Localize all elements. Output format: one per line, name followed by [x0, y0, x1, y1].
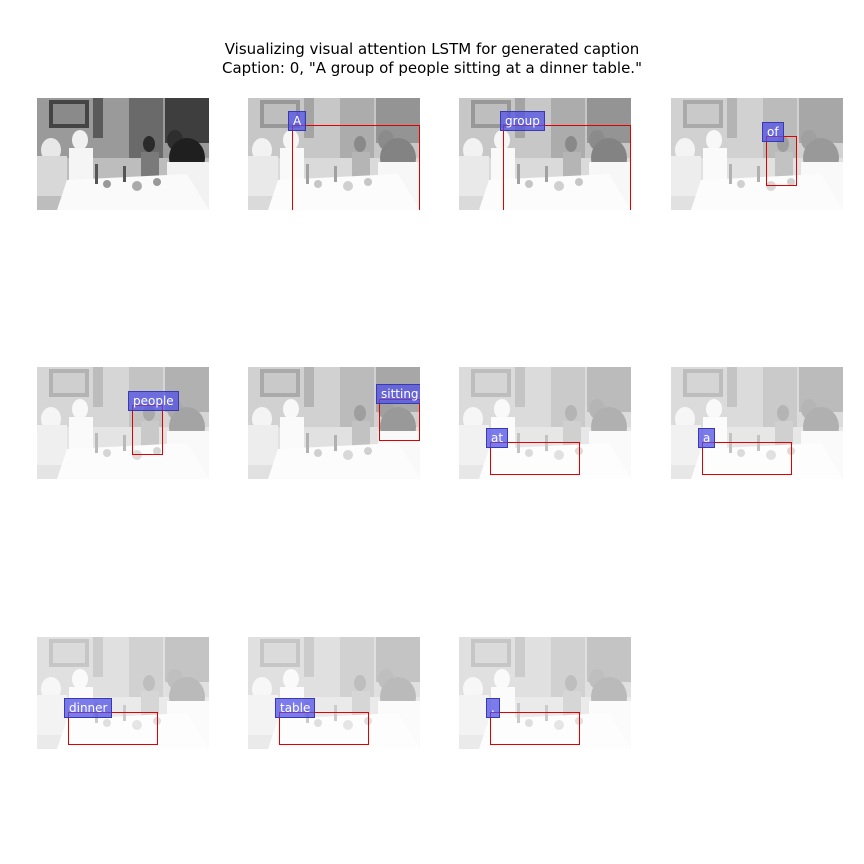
attention-box	[490, 712, 580, 745]
word-label: a	[698, 428, 716, 448]
word-label: of	[762, 122, 784, 142]
attention-box	[503, 125, 631, 210]
figure-title-line-2: Caption: 0, "A group of people sitting a…	[222, 59, 642, 77]
attention-box	[702, 442, 792, 475]
attention-box	[490, 442, 580, 475]
panel-word-people: people	[37, 367, 209, 479]
attention-box	[279, 712, 369, 745]
panel-word-A: A	[248, 98, 420, 210]
panel-word-period: .	[459, 637, 631, 749]
panel-word-table: table	[248, 637, 420, 749]
word-label: group	[500, 111, 545, 131]
panel-original	[37, 98, 209, 210]
attention-box	[292, 125, 420, 210]
panel-word-of: of	[671, 98, 843, 210]
attention-box	[68, 712, 158, 745]
panel-word-a: a	[671, 367, 843, 479]
attention-box	[766, 136, 797, 186]
word-label: people	[128, 391, 179, 411]
word-label: .	[486, 698, 500, 718]
word-label: table	[275, 698, 316, 718]
panel-word-sitting: sitting	[248, 367, 420, 479]
panel-word-dinner: dinner	[37, 637, 209, 749]
word-label: at	[486, 428, 509, 448]
attention-box	[379, 399, 420, 441]
figure-title-line-1: Visualizing visual attention LSTM for ge…	[224, 40, 640, 58]
attention-image	[671, 98, 843, 210]
word-label: dinner	[64, 698, 113, 718]
word-label: sitting	[376, 384, 420, 404]
attention-box	[132, 405, 163, 455]
word-label: A	[288, 111, 307, 131]
panel-word-group: group	[459, 98, 631, 210]
original-image	[37, 98, 209, 210]
attention-image	[37, 367, 209, 479]
panel-word-at: at	[459, 367, 631, 479]
